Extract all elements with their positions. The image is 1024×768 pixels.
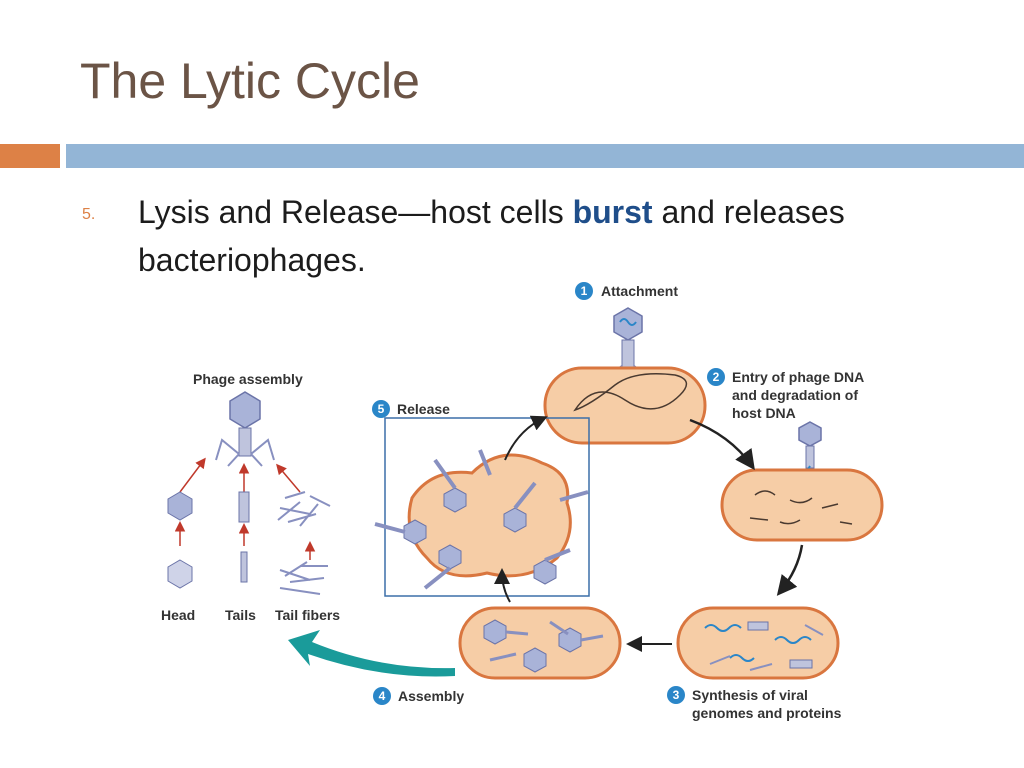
stage-3-number: 3 — [673, 688, 680, 702]
cell-stage-2 — [720, 468, 884, 542]
stage-3-badge — [667, 686, 685, 704]
assembly-arrow-fibers-up — [276, 463, 301, 493]
stage-3-text-line-1: Synthesis of viral — [692, 687, 808, 703]
title-accent-bar-blue — [66, 144, 1024, 168]
stage-5-badge — [372, 400, 390, 418]
part-label-head: Head — [161, 607, 195, 623]
stage-1-text: Attachment — [601, 283, 678, 299]
stage-2-badge — [707, 368, 725, 386]
stage-5-number: 5 — [378, 402, 385, 416]
phage-assembly-title: Phage assembly — [193, 371, 303, 387]
arrow-release-to-attachment — [504, 415, 548, 461]
bullet-text-after: and releases bacteriophages. — [138, 194, 845, 278]
cell-stage-1 — [543, 366, 707, 445]
stage-1-label: 1 Attachment — [575, 282, 678, 300]
stage-3-label: 3 Synthesis of viral genomes and protein… — [667, 686, 842, 721]
phage-assembly-panel: Phage assembly — [161, 371, 340, 623]
cell-stage-4 — [458, 606, 622, 680]
stage-2-phage — [798, 421, 822, 501]
part-label-tail-fibers: Tail fibers — [275, 607, 340, 623]
bullet-text: Lysis and Release—host cells burst and r… — [138, 188, 998, 284]
stage-2-label: 2 Entry of phage DNA and degradation of … — [707, 368, 864, 421]
bullet-emphasis: burst — [572, 194, 653, 230]
stage-5-label: 5 Release — [372, 400, 450, 418]
arrow-entry-to-synthesis — [776, 544, 804, 596]
arrow-attachment-to-entry — [689, 418, 755, 471]
tails-column — [238, 491, 250, 583]
assembled-phage — [215, 391, 275, 467]
lytic-cycle-diagram: 1 Attachment 2 Entry of phage DNA and de… — [161, 282, 884, 721]
bullet-text-before: Lysis and Release—host cells — [138, 194, 573, 230]
part-label-tails: Tails — [225, 607, 256, 623]
stage-2-text-line-3: host DNA — [732, 405, 796, 421]
stage-5-text: Release — [397, 401, 450, 417]
slide-title: The Lytic Cycle — [80, 53, 420, 109]
assembly-arrow-head-up — [179, 457, 206, 493]
stage-4-number: 4 — [379, 689, 386, 703]
arrow-assembly-to-phage-assembly — [288, 630, 455, 677]
stage-2-number: 2 — [713, 370, 720, 384]
stage-1-number: 1 — [581, 284, 588, 298]
stage-1-badge — [575, 282, 593, 300]
stage-2-text-line-1: Entry of phage DNA — [732, 369, 864, 385]
arrow-assembly-to-release — [494, 568, 511, 603]
tail-fibers-column — [277, 491, 331, 595]
stage-4-badge — [373, 687, 391, 705]
stage-4-label: 4 Assembly — [373, 687, 464, 705]
title-accent-bar-orange — [0, 144, 60, 168]
head-column — [167, 491, 193, 589]
cell-stage-5-bursting — [374, 449, 589, 590]
bullet-number: 5. — [82, 206, 96, 223]
cell-stage-3 — [676, 606, 840, 680]
stage-2-text-line-2: and degradation of — [732, 387, 858, 403]
release-highlight-box — [384, 417, 590, 597]
stage-3-text-line-2: genomes and proteins — [692, 705, 842, 721]
stage-4-text: Assembly — [398, 688, 464, 704]
